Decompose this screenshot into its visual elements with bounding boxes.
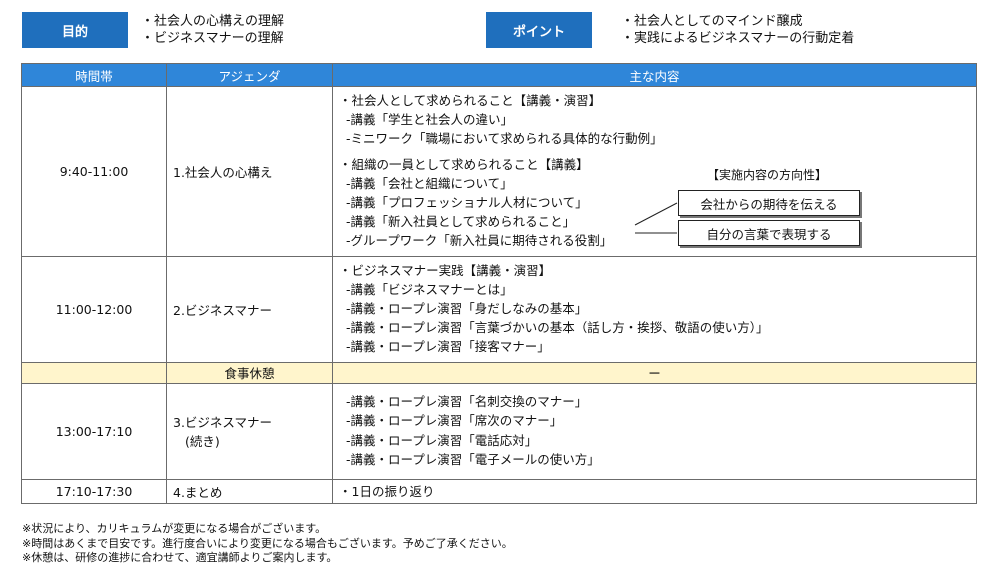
content-line: ・組織の一員として求められること【講義】 [339, 156, 589, 172]
time-cell: 9:40-11:00 [21, 86, 167, 257]
content-line: -講義「ビジネスマナーとは」 [346, 281, 513, 297]
content-line: -講義「会社と組織について」 [346, 175, 513, 191]
content-line: -講義・ロープレ演習「席次のマナー」 [346, 413, 563, 429]
agenda-cell: 3.ビジネスマナー (続き) [166, 382, 333, 480]
content-line: -講義・ロープレ演習「身だしなみの基本」 [346, 301, 588, 317]
table-row: 13:00-17:10 3.ビジネスマナー (続き) -講義・ロープレ演習「名刺… [21, 382, 977, 480]
agenda-continued: (続き) [185, 434, 220, 450]
table-row: 17:10-17:30 4.まとめ ・1日の振り返り [21, 478, 977, 504]
content-cell: ・1日の振り返り [332, 478, 977, 504]
footnote: ※時間はあくまで目安です。進行度合いにより変更になる場合もございます。予めご了承… [22, 536, 513, 550]
table-header-row: 時間帯 アジェンダ 主な内容 [21, 63, 977, 87]
purpose-list: ・社会人の心構えの理解 ・ビジネスマナーの理解 [141, 13, 284, 47]
schedule-table: 時間帯 アジェンダ 主な内容 9:40-11:00 1.社会人の心構え ・社会人… [21, 63, 977, 504]
direction-box-expectations: 会社からの期待を伝える [678, 190, 860, 216]
footnote: ※休憩は、研修の進捗に合わせて、適宜講師よりご案内します。 [22, 551, 338, 564]
content-line: -グループワーク「新入社員に期待される役割」 [346, 233, 613, 249]
agenda-cell: 1.社会人の心構え [166, 86, 333, 257]
content-line: ・社会人として求められること【講義・演習】 [339, 93, 602, 108]
content-line: ・ビジネスマナー実践【講義・演習】 [339, 262, 552, 278]
content-line: -講義・ロープレ演習「電子メールの使い方」 [346, 451, 600, 467]
direction-box-own-words: 自分の言葉で表現する [678, 220, 860, 246]
connector-lines [634, 202, 678, 234]
point-label: ポイント [486, 12, 592, 48]
time-cell: 17:10-17:30 [21, 478, 167, 504]
footnote: ※状況により、カリキュラムが変更になる場合がございます。 [22, 522, 327, 535]
time-cell [21, 361, 167, 384]
content-line: -講義「新入社員として求められること」 [346, 214, 576, 230]
header-agenda: アジェンダ [166, 63, 333, 87]
agenda-cell: 食事休憩 [166, 361, 333, 384]
time-cell: 11:00-12:00 [21, 255, 167, 363]
purpose-label: 目的 [22, 12, 128, 48]
content-cell: ー [332, 361, 977, 384]
content-cell: -講義・ロープレ演習「名刺交換のマナー」 -講義・ロープレ演習「席次のマナー」 … [332, 382, 977, 480]
lunch-row: 食事休憩 ー [21, 361, 977, 384]
content-line: -講義「プロフェッショナル人材について」 [346, 195, 588, 211]
direction-label: 【実施内容の方向性】 [707, 168, 828, 182]
table-row: 11:00-12:00 2.ビジネスマナー ・ビジネスマナー実践【講義・演習】 … [21, 255, 977, 363]
header-content: 主な内容 [332, 63, 977, 87]
agenda-title: 3.ビジネスマナー [173, 415, 273, 431]
footnotes: ※状況により、カリキュラムが変更になる場合がございます。 ※時間はあくまで目安で… [22, 522, 513, 566]
content-cell: ・社会人として求められること【講義・演習】 -講義「学生と社会人の違い」 -ミニ… [332, 86, 977, 257]
content-line: ・1日の振り返り [339, 483, 435, 499]
content-line: -講義・ロープレ演習「電話応対」 [346, 432, 538, 448]
agenda-cell: 4.まとめ [166, 478, 333, 504]
content-line: -ミニワーク「職場において求められる具体的な行動例」 [346, 131, 663, 147]
purpose-item: ・社会人の心構えの理解 [141, 14, 285, 29]
agenda-cell: 2.ビジネスマナー [166, 255, 333, 363]
header-time: 時間帯 [21, 63, 167, 87]
content-line: -講義・ロープレ演習「名刺交換のマナー」 [346, 394, 588, 410]
time-cell: 13:00-17:10 [21, 382, 167, 480]
content-line: -講義・ロープレ演習「接客マナー」 [346, 339, 550, 355]
content-line: -講義「学生と社会人の違い」 [346, 112, 514, 128]
point-item: ・実践によるビジネスマナーの行動定着 [621, 31, 855, 46]
content-line: -講義・ロープレ演習「言葉づかいの基本（話し方・挨拶、敬語の使い方）」 [346, 320, 769, 336]
point-item: ・社会人としてのマインド醸成 [621, 14, 803, 29]
content-cell: ・ビジネスマナー実践【講義・演習】 -講義「ビジネスマナーとは」 -講義・ロープ… [332, 255, 977, 363]
table-row: 9:40-11:00 1.社会人の心構え ・社会人として求められること【講義・演… [21, 86, 977, 257]
point-list: ・社会人としてのマインド醸成 ・実践によるビジネスマナーの行動定着 [621, 13, 854, 47]
purpose-item: ・ビジネスマナーの理解 [141, 31, 284, 46]
